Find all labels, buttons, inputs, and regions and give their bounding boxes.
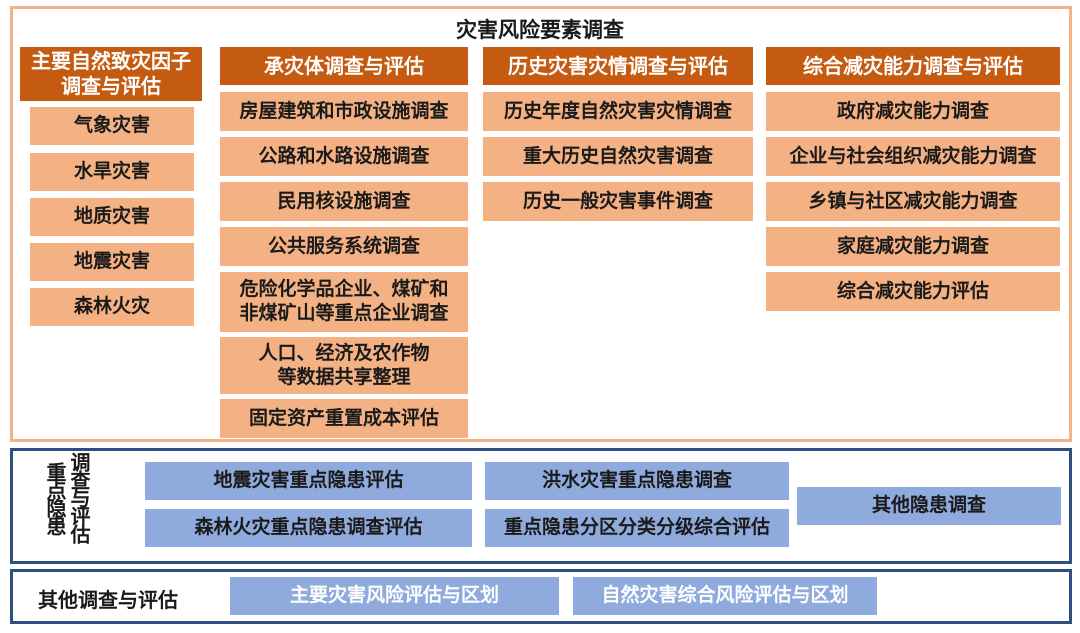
historical-disaster-item: 重大历史自然灾害调查 [483, 137, 753, 176]
other-hazard-item: 其他隐患调查 [797, 487, 1061, 525]
mitigation-capacity-item: 企业与社会组织减灾能力调查 [766, 137, 1060, 176]
hazard-item: 地震灾害 [30, 243, 194, 281]
exposure-item: 房屋建筑和市政设施调查 [220, 92, 468, 131]
exposure-header: 承灾体调查与评估 [220, 47, 468, 85]
hazard-item: 水旱灾害 [30, 153, 194, 191]
hazard-factors-header: 主要自然致灾因子调查与评估 [20, 47, 202, 101]
key-hazard-item: 地震灾害重点隐患评估 [145, 462, 472, 500]
key-hazard-item: 森林火灾重点隐患调查评估 [145, 509, 472, 547]
exposure-item: 民用核设施调查 [220, 182, 468, 221]
key-hazard-item: 洪水灾害重点隐患调查 [485, 462, 789, 500]
risk-factor-survey-title: 灾害风险要素调查 [456, 18, 624, 42]
mitigation-capacity-item: 政府减灾能力调查 [766, 92, 1060, 131]
mitigation-capacity-header: 综合减灾能力调查与评估 [766, 47, 1060, 85]
exposure-item: 危险化学品企业、煤矿和非煤矿山等重点企业调查 [220, 272, 468, 332]
exposure-item: 人口、经济及农作物等数据共享整理 [220, 337, 468, 394]
risk-factor-survey-panel [10, 6, 1072, 442]
key-hazard-panel [10, 448, 1072, 564]
exposure-item: 公路和水路设施调查 [220, 137, 468, 176]
exposure-item: 公共服务系统调查 [220, 227, 468, 266]
hazard-item: 森林火灾 [30, 288, 194, 326]
historical-disaster-item: 历史年度自然灾害灾情调查 [483, 92, 753, 131]
mitigation-capacity-item: 家庭减灾能力调查 [766, 227, 1060, 266]
other-survey-item: 自然灾害综合风险评估与区划 [573, 577, 877, 615]
exposure-item: 固定资产重置成本评估 [220, 399, 468, 438]
hazard-item: 气象灾害 [30, 107, 194, 145]
key-hazard-label-part2: 调查与评估 [67, 452, 91, 542]
historical-disaster-header: 历史灾害灾情调查与评估 [483, 47, 753, 85]
other-survey-panel [10, 569, 1072, 624]
key-hazard-item: 重点隐患分区分类分级综合评估 [485, 509, 789, 547]
other-survey-item: 主要灾害风险评估与区划 [230, 577, 559, 615]
historical-disaster-item: 历史一般灾害事件调查 [483, 182, 753, 221]
key-hazard-label-part1: 重点隐患 [43, 462, 67, 534]
mitigation-capacity-item: 综合减灾能力评估 [766, 272, 1060, 311]
other-survey-label: 其他调查与评估 [38, 588, 178, 612]
mitigation-capacity-item: 乡镇与社区减灾能力调查 [766, 182, 1060, 221]
hazard-item: 地质灾害 [30, 198, 194, 236]
